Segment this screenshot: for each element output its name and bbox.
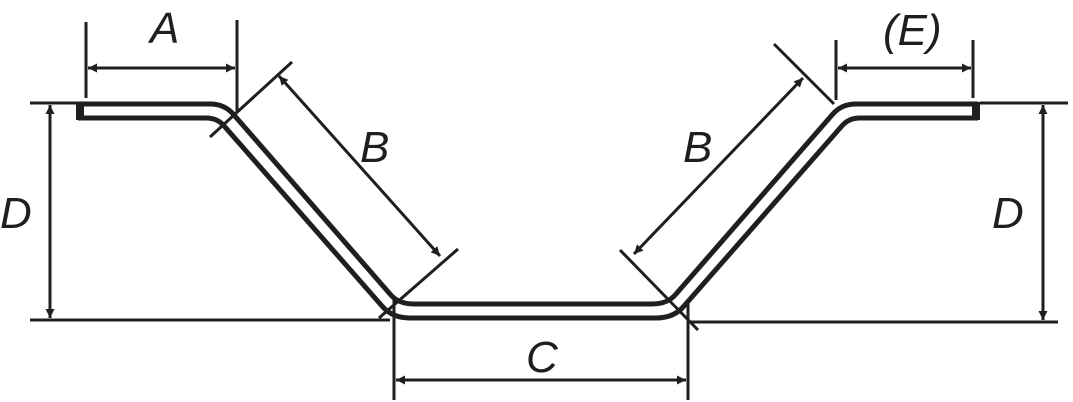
label-d-right: D <box>992 189 1024 238</box>
label-b-left: B <box>360 123 389 172</box>
dimension-b-left-line <box>277 74 442 258</box>
sheet-profile <box>76 101 980 321</box>
b-right-extension-top <box>772 42 836 106</box>
profile-inner-edge <box>78 115 978 321</box>
label-c: C <box>526 333 559 382</box>
label-b-right: B <box>683 123 712 172</box>
b-left-extension-bottom <box>378 247 459 320</box>
profile-outer-edge <box>78 101 978 307</box>
dimension-b-right-line <box>632 76 805 256</box>
b-right-extension-bottom <box>618 248 700 332</box>
b-left-extension-top <box>208 60 294 139</box>
label-e: (E) <box>883 6 942 55</box>
label-d-left: D <box>0 189 32 238</box>
label-a: A <box>147 4 179 53</box>
